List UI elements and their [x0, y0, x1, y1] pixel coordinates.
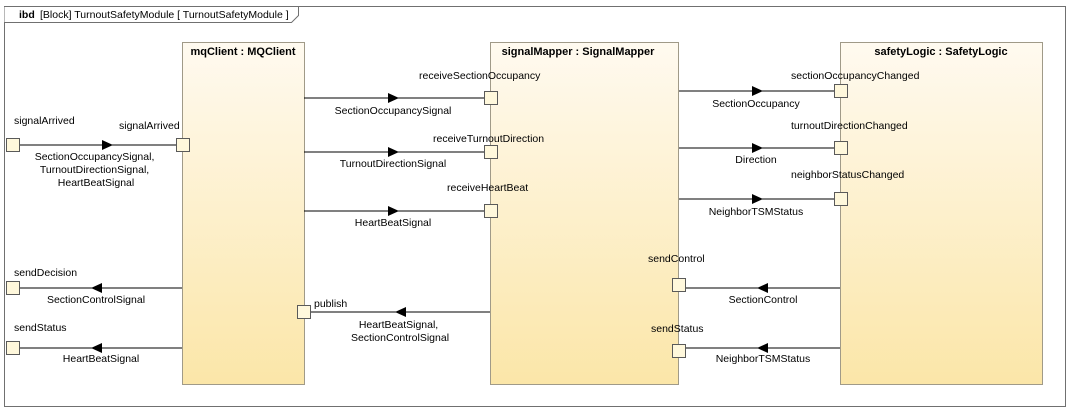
connector-label-section-occupancy-signal: SectionOccupancySignal [335, 105, 452, 117]
arrowheads [91, 86, 768, 353]
block-title-signalmapper: signalMapper : SignalMapper [502, 46, 656, 58]
arrowhead-direction [752, 143, 763, 153]
connector-label-neighbor-tsm-status-out: NeighborTSMStatus [716, 353, 811, 365]
arrowhead-in-signals [102, 140, 113, 150]
connector-label-publish-signals: HeartBeatSignal, SectionControlSignal [351, 319, 449, 344]
connector-label-heartbeat-signal: HeartBeatSignal [355, 217, 431, 229]
port-sl-turnout-direction-changed[interactable] [834, 141, 848, 155]
arrowhead-heartbeat-out [91, 343, 102, 353]
connector-label-section-occupancy: SectionOccupancy [712, 98, 800, 110]
block-title-mqclient: mqClient : MQClient [190, 46, 295, 58]
port-sm-send-control[interactable] [672, 278, 686, 292]
port-ext-send-status[interactable] [6, 341, 20, 355]
port-label-sm-send-control: sendControl [648, 253, 705, 265]
connector-label-direction: Direction [735, 154, 777, 166]
port-label-sl-turnout-direction-changed: turnoutDirectionChanged [791, 120, 908, 132]
port-sm-receive-turnout-direction[interactable] [484, 145, 498, 159]
port-sm-receive-heartbeat[interactable] [484, 204, 498, 218]
port-label-sm-receive-turnout-direction: receiveTurnoutDirection [433, 133, 544, 145]
connector-label-section-control-signal: SectionControlSignal [47, 294, 145, 306]
port-label-mq-publish: publish [314, 298, 347, 310]
port-label-sl-section-occupancy-changed: sectionOccupancyChanged [791, 70, 920, 82]
block-title-safetylogic: safetyLogic : SafetyLogic [874, 46, 1007, 58]
connector-label-neighbor-tsm-status-in: NeighborTSMStatus [709, 206, 804, 218]
frame-keyword: ibd [19, 9, 35, 21]
arrowhead-neighbor-tsm-status-out [757, 343, 768, 353]
connector-label-turnout-direction-signal: TurnoutDirectionSignal [340, 158, 446, 170]
port-label-sm-receive-heartbeat: receiveHeartBeat [447, 182, 528, 194]
connector-label-in-signals-line-2: TurnoutDirectionSignal, [40, 164, 149, 176]
port-sl-neighbor-status-changed[interactable] [834, 192, 848, 206]
port-label-sm-receive-section-occupancy: receiveSectionOccupancy [419, 70, 541, 82]
connector-label-section-control: SectionControl [729, 294, 798, 306]
connector-label-publish-signals-line-2: SectionControlSignal [351, 332, 449, 344]
connector-label-in-signals: SectionOccupancySignal, TurnoutDirection… [35, 151, 158, 189]
connector-label-heartbeat-out: HeartBeatSignal [63, 353, 139, 365]
frame-tab [4, 6, 299, 23]
port-sm-receive-section-occupancy[interactable] [484, 91, 498, 105]
port-mq-publish[interactable] [297, 305, 311, 319]
port-label-sm-send-status: sendStatus [651, 323, 704, 335]
port-labels: signalArrived sendDecision sendStatus si… [14, 70, 920, 335]
port-label-sl-neighbor-status-changed: neighborStatusChanged [791, 169, 904, 181]
frame-title: [Block] TurnoutSafetyModule [ TurnoutSaf… [40, 9, 289, 21]
port-sm-send-status[interactable] [672, 344, 686, 358]
block-mqclient[interactable]: mqClient : MQClient [182, 42, 305, 385]
arrowhead-section-control [757, 283, 768, 293]
arrowhead-section-occupancy-signal [388, 93, 399, 103]
arrowhead-section-control-signal [91, 283, 102, 293]
port-label-ext-send-status: sendStatus [14, 322, 67, 334]
connector-label-publish-signals-line-1: HeartBeatSignal, [359, 319, 438, 331]
block-signalmapper[interactable]: signalMapper : SignalMapper [490, 42, 679, 385]
port-label-mq-signal-arrived: signalArrived [119, 120, 180, 132]
arrowhead-neighbor-tsm-status-in [752, 194, 763, 204]
port-label-ext-send-decision: sendDecision [14, 267, 77, 279]
port-ext-send-decision[interactable] [6, 281, 20, 295]
block-safetylogic[interactable]: safetyLogic : SafetyLogic [840, 42, 1043, 385]
arrowhead-turnout-direction-signal [388, 147, 399, 157]
connector-label-in-signals-line-3: HeartBeatSignal [58, 177, 134, 189]
arrowhead-section-occupancy [752, 86, 763, 96]
port-sl-section-occupancy-changed[interactable] [834, 84, 848, 98]
port-ext-signal-arrived[interactable] [6, 138, 20, 152]
arrowhead-heartbeat-signal [388, 206, 399, 216]
connector-label-in-signals-line-1: SectionOccupancySignal, [35, 151, 155, 163]
arrowhead-publish-signals [395, 307, 406, 317]
port-mq-signal-arrived[interactable] [176, 138, 190, 152]
port-label-ext-signal-arrived: signalArrived [14, 115, 75, 127]
ports[interactable] [6, 84, 848, 358]
connector-labels: SectionOccupancySignal, TurnoutDirection… [35, 98, 811, 365]
